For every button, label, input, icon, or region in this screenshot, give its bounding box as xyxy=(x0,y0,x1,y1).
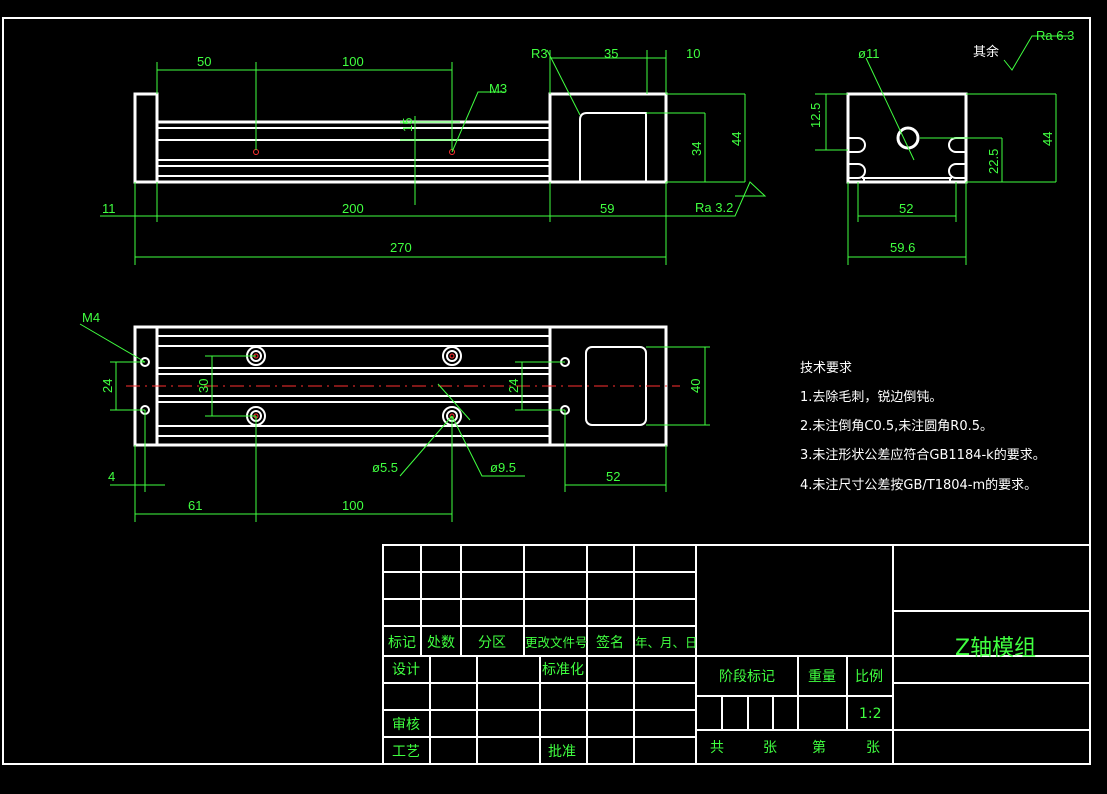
dim-50: 50 xyxy=(197,54,211,69)
tech-note-4: 4.未注尺寸公差按GB/T1804-m的要求。 xyxy=(800,477,1037,493)
dim-40: 40 xyxy=(688,379,703,393)
rev-header-date: 年、月、日 xyxy=(635,635,698,650)
dim-15: 15 xyxy=(400,118,415,132)
tech-note-2: 2.未注倒角C0.5,未注圆角R0.5。 xyxy=(800,419,993,434)
rev-header-docno: 更改文件号 xyxy=(525,635,588,650)
weight-label: 重量 xyxy=(808,669,836,685)
dim-44-side: 44 xyxy=(1040,132,1055,146)
sheet-total-label: 共 xyxy=(710,740,724,756)
dim-4: 4 xyxy=(108,469,115,484)
bottom-view: M4 24 30 24 40 ø5.5 ø9.5 52 4 61 100 xyxy=(79,310,710,522)
scale-label: 比例 xyxy=(855,669,883,685)
dim-11: 11 xyxy=(102,201,116,216)
review-label: 审核 xyxy=(392,717,420,733)
rev-header-sign: 签名 xyxy=(596,634,624,651)
rev-header-mark: 标记 xyxy=(388,635,416,651)
dim-24-right: 24 xyxy=(506,379,521,393)
roughness-other-label: 其余 xyxy=(973,44,999,60)
technical-requirements: 技术要求 1.去除毛刺，锐边倒钝。 2.未注倒角C0.5,未注圆角R0.5。 3… xyxy=(800,361,1046,493)
dim-52-bottom: 52 xyxy=(606,469,620,484)
dim-100: 100 xyxy=(342,54,364,69)
tech-note-3: 3.未注形状公差应符合GB1184-k的要求。 xyxy=(800,447,1046,463)
dim-61: 61 xyxy=(188,498,202,513)
dim-m4: M4 xyxy=(82,310,100,325)
rev-header-zone: 分区 xyxy=(478,635,506,651)
dim-12-5: 12.5 xyxy=(808,103,823,128)
stage-mark-label: 阶段标记 xyxy=(719,669,775,685)
approve-label: 批准 xyxy=(548,744,576,760)
dim-34: 34 xyxy=(689,142,704,156)
process-label: 工艺 xyxy=(392,744,420,760)
roughness-ra63: Ra 6.3 xyxy=(1036,28,1074,43)
scale-value: 1:2 xyxy=(859,706,882,722)
dim-59: 59 xyxy=(600,201,614,216)
dim-35: 35 xyxy=(604,46,618,61)
tech-notes-heading: 技术要求 xyxy=(800,361,852,376)
dim-200: 200 xyxy=(342,201,364,216)
design-label: 设计 xyxy=(392,662,420,678)
roughness-ra32: Ra 3.2 xyxy=(695,200,733,215)
standardize-label: 标准化 xyxy=(542,662,584,678)
dim-phi11: ø11 xyxy=(858,46,879,61)
dim-22-5: 22.5 xyxy=(986,149,1001,174)
dim-r3: R3 xyxy=(531,46,548,61)
dim-59-6: 59.6 xyxy=(890,240,915,255)
sheet-unit-2: 张 xyxy=(866,740,880,756)
dim-24-left: 24 xyxy=(100,379,115,393)
sheet-unit-1: 张 xyxy=(763,740,777,756)
dim-phi9-5: ø9.5 xyxy=(490,460,516,475)
top-view: 50 100 R3 35 10 M3 15 34 44 11 200 59 27… xyxy=(100,46,767,265)
drawing-title: Z轴模组 xyxy=(955,636,1036,661)
rev-header-count: 处数 xyxy=(427,635,455,651)
dim-phi5-5: ø5.5 xyxy=(372,460,398,475)
dim-m3: M3 xyxy=(489,81,507,96)
dim-270: 270 xyxy=(390,240,412,255)
dim-44: 44 xyxy=(729,132,744,146)
dim-52-side: 52 xyxy=(899,201,913,216)
dim-100-bottom: 100 xyxy=(342,498,364,513)
title-block: Z轴模组 标记 处数 分区 更改文件号 签名 年、月、日 设计 标准化 审核 工… xyxy=(382,544,1091,765)
dim-30: 30 xyxy=(196,379,211,393)
tech-note-1: 1.去除毛刺，锐边倒钝。 xyxy=(800,390,942,405)
side-view: ø11 12.5 44 22.5 52 59.6 其余 Ra 6.3 xyxy=(808,28,1074,265)
dim-10: 10 xyxy=(686,46,700,61)
sheet-index-label: 第 xyxy=(812,739,826,756)
